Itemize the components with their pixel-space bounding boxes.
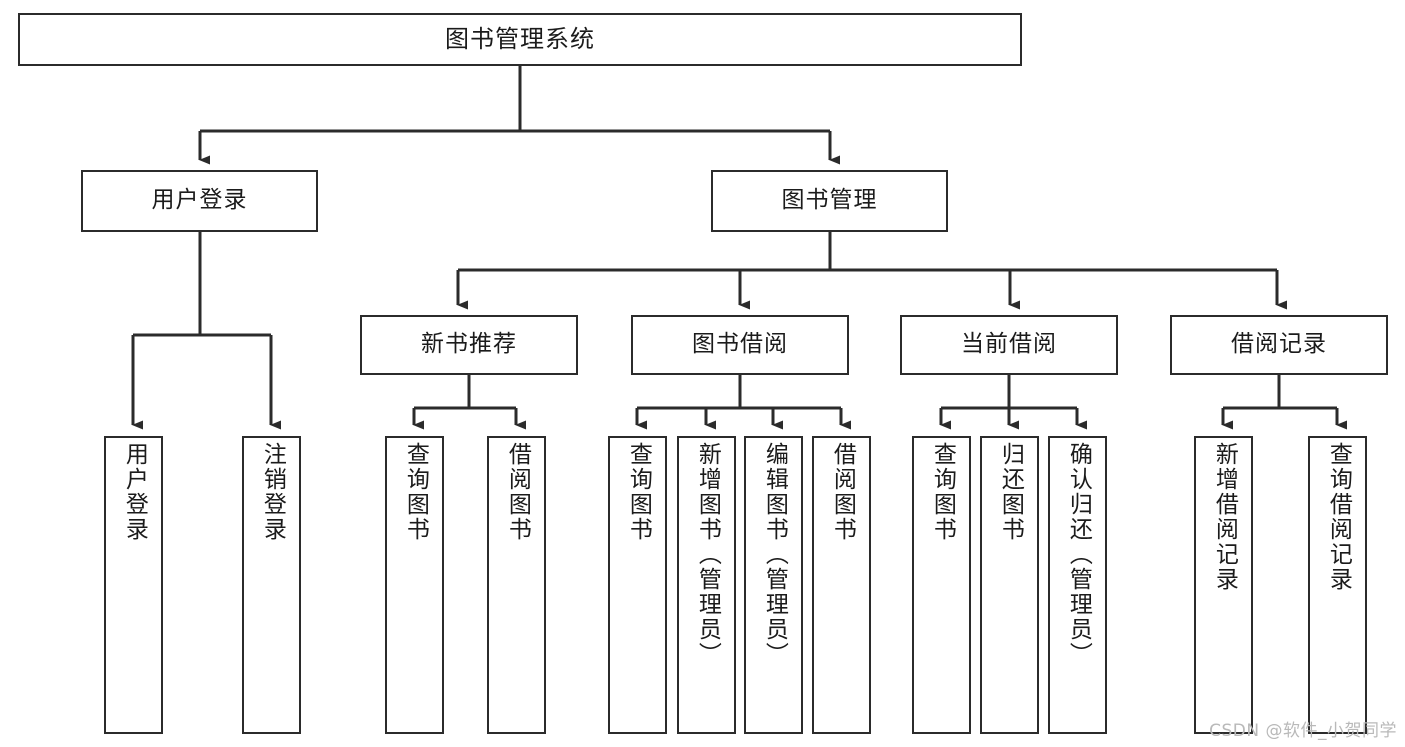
leaf-new-book-borrow[interactable]: 借阅图书 [487,436,546,734]
leaf-new-book-query[interactable]: 查询图书 [385,436,444,734]
node-label: 新增借阅记录 [1211,442,1238,592]
node-label: 查询图书 [625,442,652,542]
node-label: 用户登录 [121,442,148,542]
node-book-management[interactable]: 图书管理 [711,170,948,232]
leaf-current-borrow-confirm-return[interactable]: 确认归还（管理员） [1048,436,1107,734]
leaf-user-login-signin[interactable]: 用户登录 [104,436,163,734]
node-label: 新增图书（管理员） [694,442,721,667]
node-current-borrow[interactable]: 当前借阅 [900,315,1118,375]
leaf-book-borrow-add[interactable]: 新增图书（管理员） [677,436,736,734]
node-label: 归还图书 [997,442,1024,542]
node-label: 编辑图书（管理员） [761,442,788,667]
node-label: 查询图书 [402,442,429,542]
leaf-book-borrow-query[interactable]: 查询图书 [608,436,667,734]
node-label: 图书借阅 [692,331,788,358]
node-user-login[interactable]: 用户登录 [81,170,318,232]
leaf-borrow-record-add[interactable]: 新增借阅记录 [1194,436,1253,734]
leaf-user-login-signout[interactable]: 注销登录 [242,436,301,734]
node-label: 新书推荐 [421,331,517,358]
node-label: 借阅图书 [504,442,531,542]
node-book-borrow[interactable]: 图书借阅 [631,315,849,375]
node-borrow-record[interactable]: 借阅记录 [1170,315,1388,375]
node-label: 当前借阅 [961,331,1057,358]
node-label: 图书管理系统 [445,25,595,54]
node-label: 借阅图书 [829,442,856,542]
leaf-current-borrow-query[interactable]: 查询图书 [912,436,971,734]
leaf-book-borrow-borrow[interactable]: 借阅图书 [812,436,871,734]
node-label: 查询借阅记录 [1325,442,1352,592]
node-new-book-recommend[interactable]: 新书推荐 [360,315,578,375]
node-label: 查询图书 [929,442,956,542]
node-label: 借阅记录 [1231,331,1327,358]
node-root-system[interactable]: 图书管理系统 [18,13,1022,66]
leaf-current-borrow-return[interactable]: 归还图书 [980,436,1039,734]
node-label: 确认归还（管理员） [1065,442,1092,667]
node-label: 用户登录 [151,187,248,214]
leaf-book-borrow-edit[interactable]: 编辑图书（管理员） [744,436,803,734]
csdn-watermark: CSDN @软件_小贺同学 [1209,721,1397,741]
node-label: 图书管理 [781,187,878,214]
leaf-borrow-record-query[interactable]: 查询借阅记录 [1308,436,1367,734]
node-label: 注销登录 [259,442,286,542]
